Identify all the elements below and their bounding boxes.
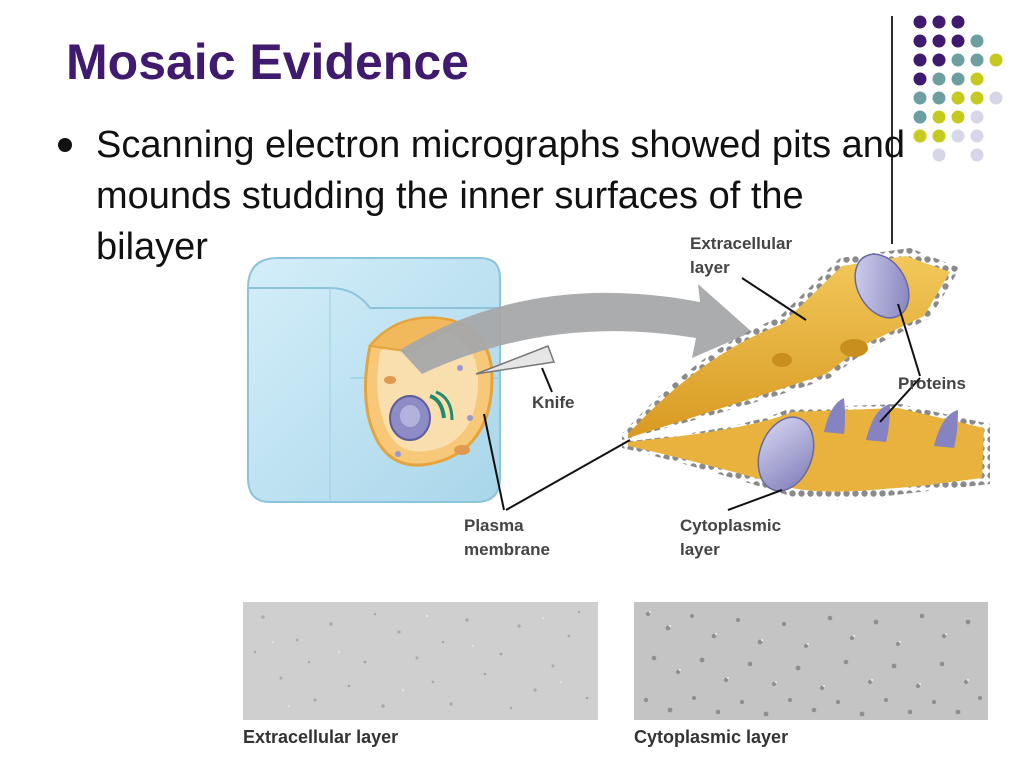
- frozen-cell-block: [247, 257, 501, 503]
- micrograph-caption-extracellular: Extracellular layer: [243, 727, 399, 747]
- bullet-dot-icon: [58, 138, 72, 152]
- dot-row-2: [913, 34, 984, 48]
- label-knife: Knife: [532, 393, 575, 412]
- micrograph-extracellular-texture: [243, 602, 598, 720]
- label-leader-lines: [483, 277, 921, 511]
- dot-row-7: [913, 129, 984, 143]
- fractured-membrane: [622, 248, 990, 500]
- vertical-divider-line: [891, 16, 893, 244]
- bullet-item: Scanning electron micrographs showed pit…: [56, 120, 926, 273]
- dot-row-3: [913, 53, 1003, 67]
- label-cytoplasmic-layer: Cytoplasmic layer: [680, 516, 782, 559]
- arrow-shape: [400, 284, 752, 374]
- micrograph-cytoplasmic: [634, 602, 988, 720]
- dot-row-4: [913, 72, 984, 86]
- bullet-text: Scanning electron micrographs showed pit…: [96, 124, 906, 268]
- label-plasma-membrane: Plasma membrane: [464, 516, 550, 559]
- dot-row-8: [932, 148, 984, 162]
- freeze-fracture-diagram: [247, 248, 990, 511]
- decorative-dot-grid: [913, 15, 1003, 162]
- micrograph-cytoplasmic-texture: [634, 602, 988, 720]
- micrograph-caption-cytoplasmic: Cytoplasmic layer: [634, 727, 789, 747]
- dot-row-6: [913, 110, 984, 124]
- label-proteins: Proteins: [898, 374, 967, 393]
- slide-title: Mosaic Evidence: [66, 34, 469, 90]
- bullet-list: Scanning electron micrographs showed pit…: [56, 120, 926, 273]
- micrograph-extracellular: [243, 602, 598, 720]
- knife-blade: [475, 345, 556, 375]
- dot-row-5: [913, 91, 1003, 105]
- dot-row-1: [913, 15, 965, 29]
- label-extracellular-layer: Extracellular layer: [690, 234, 793, 277]
